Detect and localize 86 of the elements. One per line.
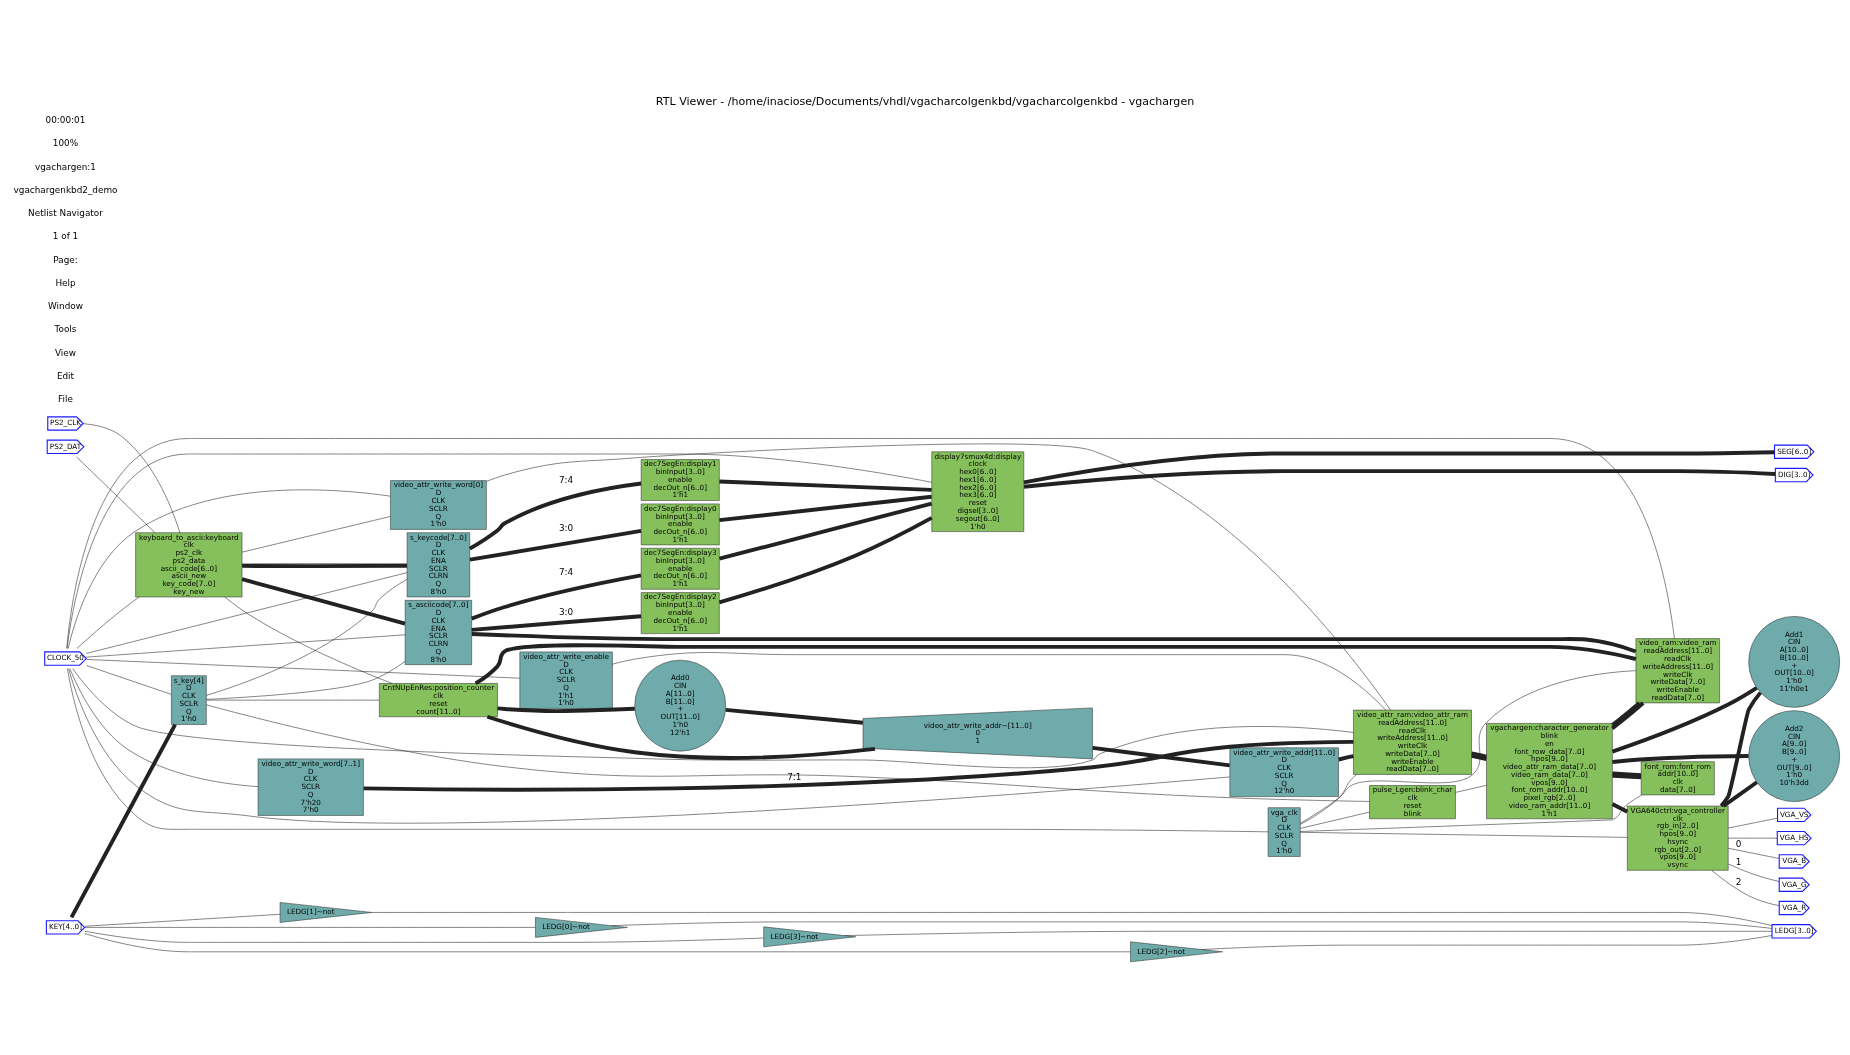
connector: [471, 573, 642, 620]
connector: [86, 634, 406, 657]
label: 100%: [52, 137, 79, 148]
connector: [1023, 449, 1775, 484]
label: vgachargenkbd2_demo: [13, 184, 118, 195]
connector: [612, 651, 1386, 710]
connector: [1300, 831, 1628, 838]
connector: [1300, 794, 1642, 832]
label: 1 of 1: [52, 230, 79, 241]
connector: [86, 571, 408, 654]
connector: [471, 613, 642, 632]
edge-label: 0: [1735, 838, 1742, 849]
connector: [69, 723, 177, 918]
label: 00:00:01: [45, 114, 86, 125]
connector: [86, 658, 520, 678]
connector: [66, 453, 932, 649]
connector: [241, 562, 408, 564]
connector: [76, 596, 140, 649]
connector: [471, 631, 1637, 653]
connector: [1722, 780, 1758, 808]
edge-label: 7:4: [558, 566, 574, 577]
connector: [224, 596, 393, 684]
connector: [844, 930, 1773, 936]
connector: [84, 932, 1131, 952]
connector: [725, 707, 864, 725]
edge-label: 7:4: [558, 474, 574, 485]
connector: [1092, 745, 1230, 767]
connector: [486, 714, 876, 760]
connector: [1300, 811, 1370, 829]
label: Edit: [56, 370, 75, 381]
label: File: [58, 393, 73, 404]
connector: [1023, 468, 1776, 489]
connector: [67, 489, 391, 649]
edge-label: 3:0: [558, 606, 574, 617]
connector: [241, 576, 406, 625]
edge-label: 3:0: [558, 522, 574, 533]
connector: [1719, 690, 1762, 807]
connector: [1455, 784, 1487, 793]
connector: [206, 578, 408, 696]
connector: [66, 437, 1675, 649]
connector: [371, 911, 1773, 926]
connector: [474, 642, 1637, 685]
connector: [469, 528, 642, 562]
label: Tools: [54, 323, 77, 334]
connector: [242, 563, 407, 568]
connector: [1612, 753, 1749, 764]
connector: [1338, 753, 1354, 761]
connector: [1611, 685, 1758, 753]
label: Page:: [53, 254, 78, 265]
label: Window: [48, 300, 83, 311]
edge-label: 2: [1735, 876, 1742, 887]
label: Help: [55, 277, 76, 288]
connector: [206, 704, 1370, 802]
connector: [83, 422, 181, 533]
connector: [719, 494, 932, 522]
label: vgachargen:1: [34, 161, 97, 171]
connector: [486, 443, 1391, 710]
connector: [206, 699, 380, 700]
connector: [718, 501, 933, 561]
connector: [497, 706, 635, 713]
connector: [241, 515, 391, 552]
connector: [468, 481, 642, 550]
connector: [1727, 847, 1780, 859]
diagram-title: RTL Viewer - /home/inaciose/Documents/vhdl/vgacharcolgenkbd/vgacharcolgenkbd - vgachargen: [655, 94, 1195, 108]
connector: [1471, 751, 1487, 758]
connector: [72, 667, 1354, 768]
connector: [1612, 770, 1642, 777]
edge-label: 7:1: [787, 771, 802, 782]
connector: [611, 921, 1773, 929]
connector: [363, 739, 1354, 792]
connector: [84, 926, 536, 928]
connector: [1611, 801, 1629, 814]
label: Netlist Navigator: [28, 207, 103, 218]
connector: [1300, 773, 1357, 825]
edge-label: 1: [1735, 856, 1742, 867]
connector: [719, 479, 932, 492]
label: View: [54, 347, 77, 358]
connector: [76, 456, 156, 533]
connector: [206, 660, 406, 700]
connector: [718, 515, 933, 604]
connector: [1612, 773, 1642, 779]
connector: [1711, 869, 1780, 906]
connector: [1201, 934, 1773, 950]
connector: [1300, 669, 1636, 824]
connector: [69, 667, 259, 787]
connector: [86, 664, 172, 695]
